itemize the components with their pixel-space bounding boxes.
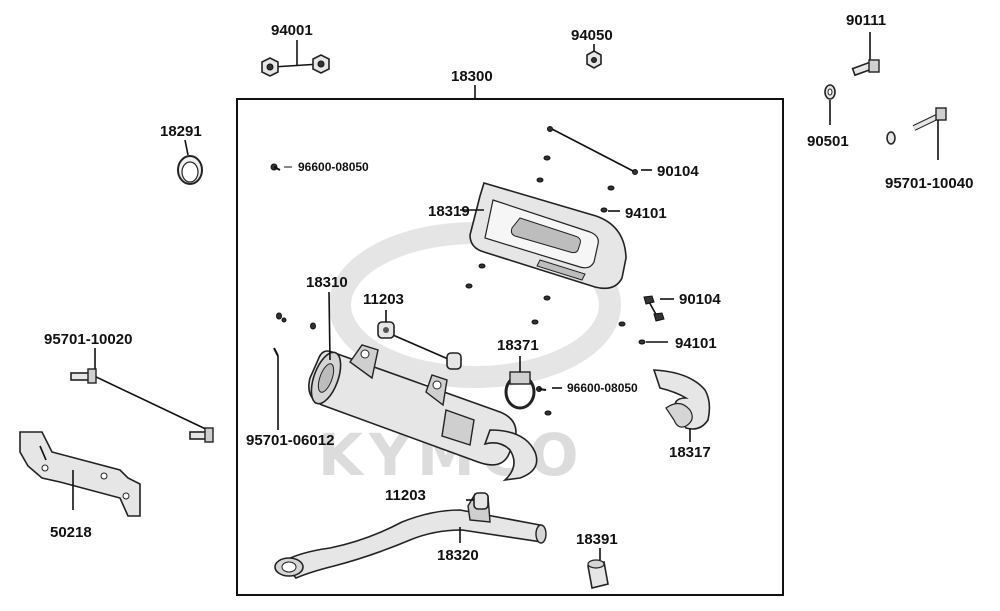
label-50218: 50218: [50, 524, 92, 541]
label-94001: 94001: [271, 22, 313, 39]
part-96600-screw-top: [270, 163, 292, 171]
label-96600-08050-top: 96600-08050: [298, 160, 369, 174]
part-95701-10040-bolt: [886, 107, 947, 160]
part-18319-heat-shield: [460, 182, 627, 290]
label-18300: 18300: [451, 68, 493, 85]
label-95701-06012: 95701-06012: [246, 432, 334, 449]
label-90104-top: 90104: [657, 163, 699, 180]
part-95701-10020-bolts: [70, 348, 214, 443]
part-11203-rubber-rod: [377, 310, 462, 370]
part-94050-nut: [586, 44, 602, 69]
part-labels: 94001 94050 90111 18300 18291 90501 9660…: [44, 12, 973, 564]
label-94101-right: 94101: [675, 335, 717, 352]
part-50218-bracket: [19, 431, 141, 517]
part-18317-protector: [652, 369, 711, 442]
part-90104-wire-top: [547, 126, 652, 175]
part-18371-clamp: [504, 356, 536, 410]
part-18320-exhaust-pipe: [274, 492, 547, 579]
assembly-frame: [236, 98, 784, 596]
clip-dots: [465, 155, 668, 416]
part-18310-muffler: [308, 291, 538, 482]
part-90111-bolt: [851, 32, 880, 77]
label-11203-top: 11203: [363, 291, 404, 308]
label-94050: 94050: [571, 27, 613, 44]
part-18391-sleeve: [587, 548, 609, 589]
label-11203-bottom: 11203: [385, 487, 426, 504]
part-94001-nuts: [261, 40, 330, 77]
part-18291-gasket: [177, 139, 203, 185]
label-18319: 18319: [428, 203, 470, 220]
label-18371: 18371: [497, 337, 539, 354]
label-94101-top: 94101: [625, 205, 667, 222]
label-18291: 18291: [160, 123, 202, 140]
label-90104-right: 90104: [679, 291, 721, 308]
label-90111: 90111: [846, 12, 886, 29]
label-18391: 18391: [576, 531, 618, 548]
label-96600-08050-mid: 96600-08050: [567, 381, 638, 395]
part-90104-clip-right: [643, 295, 674, 322]
label-18320: 18320: [437, 547, 479, 564]
label-18317: 18317: [669, 444, 711, 461]
part-90501-washer: [824, 84, 836, 125]
label-90501: 90501: [807, 133, 849, 150]
part-95701-06012-screws: [273, 312, 316, 430]
label-18310: 18310: [306, 274, 348, 291]
label-95701-10020: 95701-10020: [44, 331, 132, 348]
part-96600-screw-mid: [536, 386, 562, 392]
label-95701-10040: 95701-10040: [885, 175, 973, 192]
